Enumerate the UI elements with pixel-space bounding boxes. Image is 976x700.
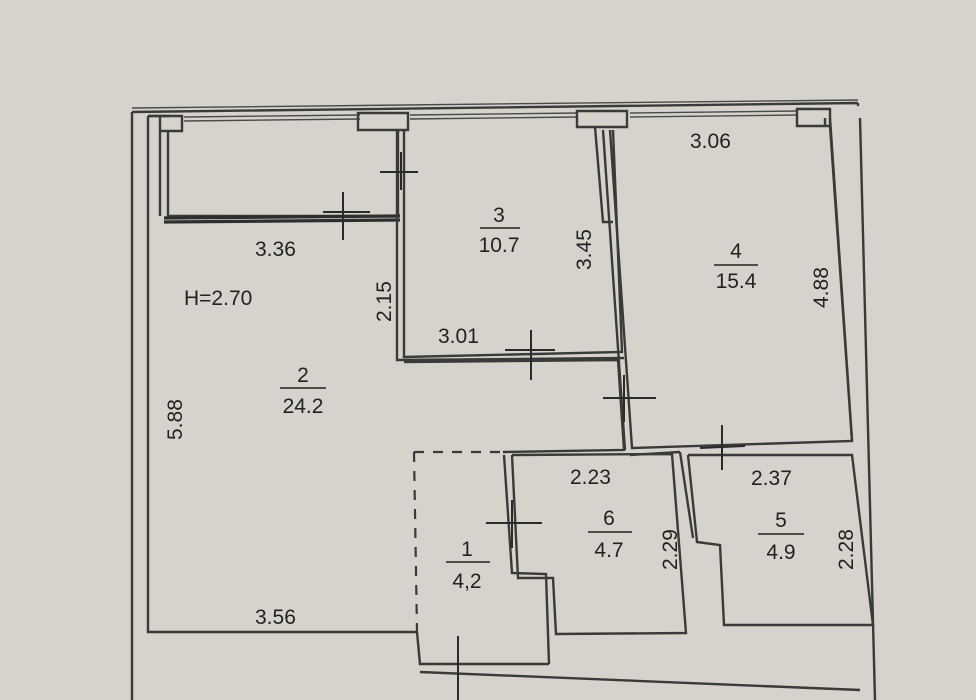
svg-text:3: 3 [493, 204, 505, 227]
door-markers [323, 152, 746, 700]
room-1-label: 1 4,2 [446, 538, 490, 593]
room-1-outline [415, 631, 861, 692]
svg-text:24.2: 24.2 [283, 395, 324, 418]
room-3-label: 3 10.7 [479, 204, 520, 257]
dim-room6-top: 2.23 [570, 466, 611, 489]
room-6-label: 6 4.7 [588, 507, 632, 562]
ceiling-height-label: H=2.70 [184, 287, 252, 310]
room-5-label: 5 4.9 [758, 509, 804, 564]
svg-text:5: 5 [775, 509, 787, 532]
dim-room3-bottom: 3.01 [438, 325, 479, 348]
svg-text:4.9: 4.9 [766, 541, 795, 564]
room-5-outline [678, 451, 875, 627]
dim-room2-step: 2.15 [373, 281, 396, 322]
dim-room2-side: 5.88 [164, 399, 187, 440]
svg-text:4: 4 [730, 240, 742, 263]
svg-text:6: 6 [603, 507, 615, 530]
room-6-outline [502, 452, 688, 665]
dim-room3-side: 3.45 [573, 229, 596, 270]
room-4-label: 4 15.4 [714, 240, 758, 293]
room-1-dashed-boundary [412, 450, 503, 633]
dim-room6-side: 2.29 [659, 529, 682, 570]
svg-text:1: 1 [461, 538, 473, 561]
balcony-partition [163, 214, 401, 220]
room-2-label: 2 24.2 [280, 364, 326, 418]
dim-room5-top: 2.37 [751, 467, 792, 490]
window-band-top [131, 99, 859, 122]
svg-text:4.7: 4.7 [594, 539, 623, 562]
svg-text:4,2: 4,2 [452, 570, 481, 593]
svg-text:10.7: 10.7 [479, 234, 520, 257]
dim-room2-bottom: 3.56 [255, 606, 296, 629]
svg-text:15.4: 15.4 [716, 270, 757, 293]
dim-room2-top: 3.36 [255, 238, 296, 261]
dim-room4-top: 3.06 [690, 130, 731, 153]
dim-room4-side: 4.88 [810, 267, 833, 308]
svg-text:2: 2 [297, 364, 309, 387]
dim-room5-side: 2.28 [835, 529, 858, 570]
